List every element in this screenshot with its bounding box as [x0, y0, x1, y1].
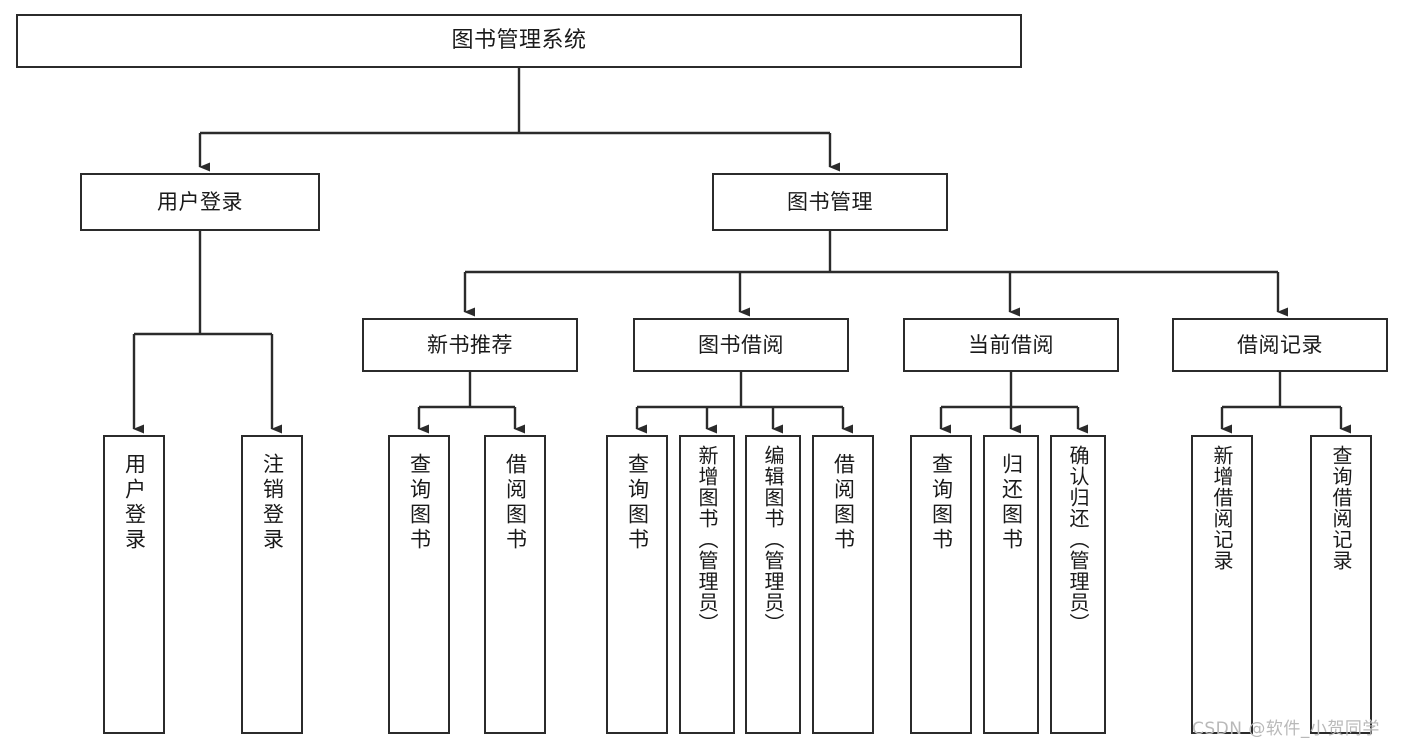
node-leaf-borrow-book-1-label: 借阅图书 [503, 453, 528, 553]
node-leaf-query-book-1[interactable]: 查询图书 [388, 435, 450, 734]
node-leaf-logout-login[interactable]: 注销登录 [241, 435, 303, 734]
node-user-login[interactable]: 用户登录 [80, 173, 320, 231]
node-leaf-query-book-3[interactable]: 查询图书 [910, 435, 972, 734]
node-leaf-user-login-label: 用户登录 [122, 453, 147, 553]
node-leaf-return-book[interactable]: 归还图书 [983, 435, 1039, 734]
node-leaf-query-book-1-label: 查询图书 [407, 453, 432, 553]
node-current-borrow[interactable]: 当前借阅 [903, 318, 1119, 372]
node-leaf-add-borrow-record[interactable]: 新增借阅记录 [1191, 435, 1253, 734]
node-leaf-add-book[interactable]: 新增图书（管理员） [679, 435, 735, 734]
node-leaf-query-book-2[interactable]: 查询图书 [606, 435, 668, 734]
node-leaf-confirm-return-label: 确认归还（管理员） [1066, 445, 1090, 634]
node-user-login-label: 用户登录 [157, 189, 243, 214]
node-leaf-borrow-book-2[interactable]: 借阅图书 [812, 435, 874, 734]
csdn-watermark: CSDN @软件_小贺同学 [1192, 719, 1380, 739]
node-leaf-confirm-return[interactable]: 确认归还（管理员） [1050, 435, 1106, 734]
node-leaf-logout-login-label: 注销登录 [260, 453, 285, 553]
node-book-borrow[interactable]: 图书借阅 [633, 318, 849, 372]
node-leaf-query-book-3-label: 查询图书 [929, 453, 954, 553]
node-leaf-edit-book[interactable]: 编辑图书（管理员） [745, 435, 801, 734]
node-new-book-recommend-label: 新书推荐 [427, 332, 513, 357]
node-borrow-record-label: 借阅记录 [1237, 332, 1323, 357]
node-leaf-add-book-label: 新增图书（管理员） [695, 445, 719, 634]
node-new-book-recommend[interactable]: 新书推荐 [362, 318, 578, 372]
node-root[interactable]: 图书管理系统 [16, 14, 1022, 68]
node-book-manage-label: 图书管理 [787, 189, 873, 214]
node-leaf-query-book-2-label: 查询图书 [625, 453, 650, 553]
node-root-label: 图书管理系统 [451, 28, 587, 54]
node-leaf-borrow-book-2-label: 借阅图书 [831, 453, 856, 553]
node-leaf-query-borrow-record-label: 查询借阅记录 [1329, 445, 1353, 571]
node-leaf-query-borrow-record[interactable]: 查询借阅记录 [1310, 435, 1372, 734]
node-leaf-edit-book-label: 编辑图书（管理员） [761, 445, 785, 634]
node-book-borrow-label: 图书借阅 [698, 332, 784, 357]
node-leaf-user-login[interactable]: 用户登录 [103, 435, 165, 734]
node-current-borrow-label: 当前借阅 [968, 332, 1054, 357]
node-leaf-return-book-label: 归还图书 [999, 453, 1024, 553]
node-leaf-add-borrow-record-label: 新增借阅记录 [1210, 445, 1234, 571]
node-borrow-record[interactable]: 借阅记录 [1172, 318, 1388, 372]
node-leaf-borrow-book-1[interactable]: 借阅图书 [484, 435, 546, 734]
node-book-manage[interactable]: 图书管理 [712, 173, 948, 231]
